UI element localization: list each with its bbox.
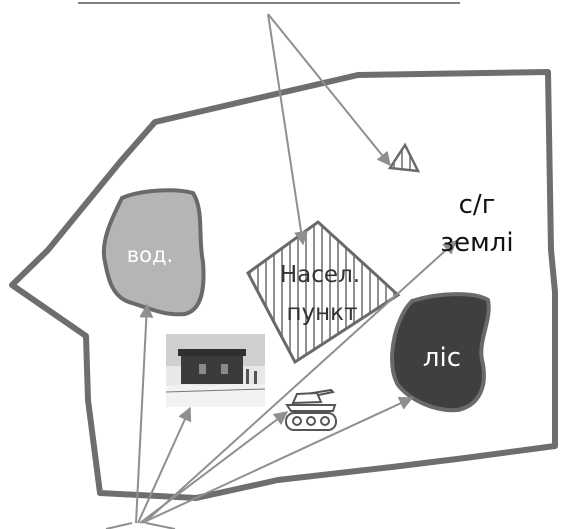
forest-area [390,292,491,413]
arrow-to-farmland [143,240,458,524]
house-photo [165,334,266,407]
forest-label: ліс [423,343,461,373]
arrow-to-small-marker [267,13,391,167]
arrow-to-photo [137,406,192,524]
small-settlement-marker [387,142,421,173]
farmland-label-line1: с/г [459,190,496,220]
arrow-left [105,522,133,529]
tank-icon [285,388,337,431]
farmland-label-line2: землі [440,228,513,258]
bottom-arrows [105,240,458,529]
water-body [101,188,206,317]
area-boundary [9,69,558,501]
water-label: вод. [127,243,173,267]
arrow-to-settlement [267,13,309,246]
top-arrows [267,13,391,246]
arrow-to-water [135,303,154,524]
settlement-label-line1: Насел. [280,262,360,288]
arrow-to-forest [141,396,414,524]
arrow-right [145,522,176,529]
settlement-area [246,220,401,365]
settlement-label-line2: пункт [287,300,358,326]
